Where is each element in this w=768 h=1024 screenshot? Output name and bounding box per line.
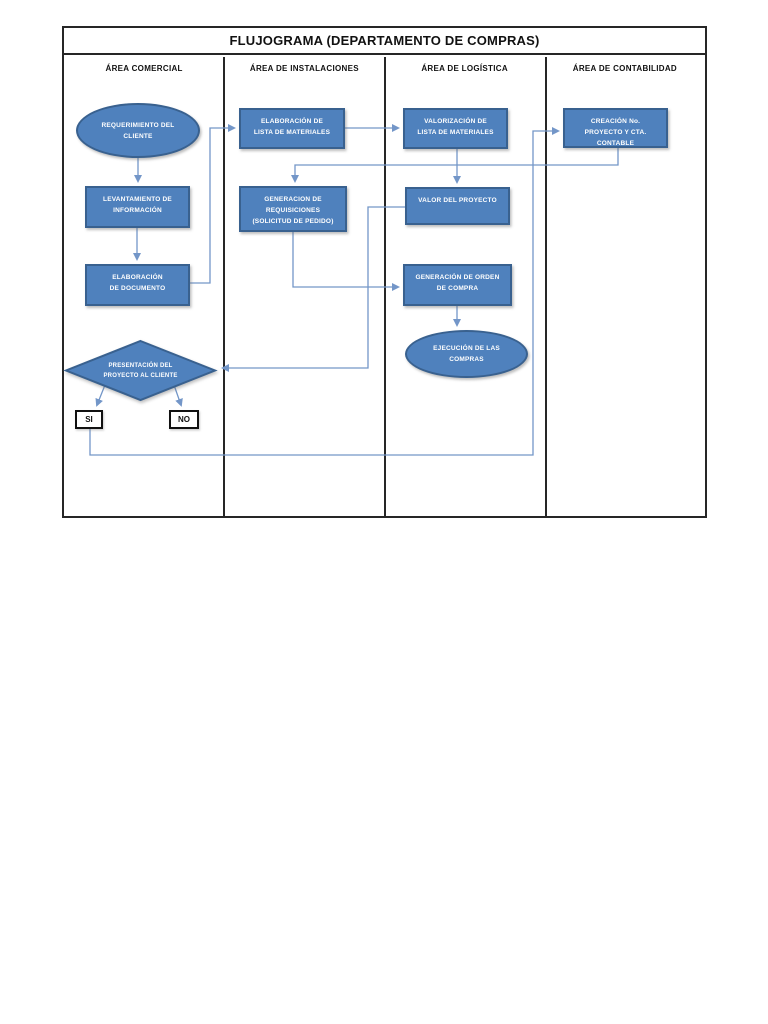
- column-divider-2: [384, 57, 386, 516]
- node-label: EJECUCIÓN DE LAS COMPRAS: [433, 345, 500, 363]
- option-label: SI: [85, 415, 93, 424]
- node-label: PRESENTACIÓN DEL PROYECTO AL CLIENTE: [103, 362, 178, 379]
- column-divider-3: [545, 57, 547, 516]
- node-label: LEVANTAMIENTO DE INFORMACIÓN: [103, 196, 172, 214]
- node-ejecucion-compras: EJECUCIÓN DE LAS COMPRAS: [405, 330, 528, 378]
- node-generacion-orden-compra: GENERACIÓN DE ORDEN DE COMPRA: [403, 264, 512, 306]
- node-valorizacion-lista-materiales: VALORIZACIÓN DE LISTA DE MATERIALES: [403, 108, 508, 149]
- flowchart-table: FLUJOGRAMA (DEPARTAMENTO DE COMPRAS) ÁRE…: [62, 26, 707, 518]
- node-requerimiento-cliente: REQUERIMIENTO DEL CLIENTE: [76, 103, 200, 158]
- node-label: ELABORACIÓN DE DOCUMENTO: [109, 274, 166, 292]
- node-valor-proyecto: VALOR DEL PROYECTO: [405, 187, 510, 225]
- column-header-comercial: ÁREA COMERCIAL: [105, 64, 183, 73]
- column-header-instalaciones: ÁREA DE INSTALACIONES: [249, 64, 359, 73]
- node-label: VALOR DEL PROYECTO: [418, 197, 497, 204]
- node-label: ELABORACIÓN DE LISTA DE MATERIALES: [253, 118, 331, 136]
- node-label: VALORIZACIÓN DE LISTA DE MATERIALES: [417, 118, 494, 136]
- option-label: NO: [178, 415, 190, 424]
- node-elaboracion-lista-materiales: ELABORACIÓN DE LISTA DE MATERIALES: [239, 108, 345, 149]
- column-header-logistica: ÁREA DE LOGÍSTICA: [421, 64, 508, 73]
- node-label: GENERACION DE REQUISICIONES (SOLICITUD D…: [252, 196, 334, 225]
- node-label: CREACIÓN No. PROYECTO Y CTA. CONTABLE: [584, 118, 647, 147]
- node-label: REQUERIMIENTO DEL CLIENTE: [101, 121, 175, 140]
- connector-elaboracion-documento-to-elaboracion-lista: [190, 124, 236, 284]
- column-header-row: ÁREA COMERCIAL ÁREA DE INSTALACIONES ÁRE…: [64, 57, 705, 89]
- connector-requisiciones-to-orden-compra: [292, 232, 400, 291]
- node-generacion-requisiciones: GENERACION DE REQUISICIONES (SOLICITUD D…: [239, 186, 347, 232]
- column-divider-1: [223, 57, 225, 516]
- diagram-title: FLUJOGRAMA (DEPARTAMENTO DE COMPRAS): [64, 28, 705, 55]
- node-levantamiento-informacion: LEVANTAMIENTO DE INFORMACIÓN: [85, 186, 190, 228]
- node-elaboracion-documento: ELABORACIÓN DE DOCUMENTO: [85, 264, 190, 306]
- node-creacion-proyecto-contable: CREACIÓN No. PROYECTO Y CTA. CONTABLE: [563, 108, 668, 148]
- decision-option-no: NO: [169, 410, 199, 429]
- node-label: GENERACIÓN DE ORDEN DE COMPRA: [415, 274, 500, 292]
- diamond-shape: [63, 339, 218, 402]
- column-header-contabilidad: ÁREA DE CONTABILIDAD: [572, 64, 677, 73]
- decision-option-si: SI: [75, 410, 103, 429]
- connector-creacion-to-generacion-requisiciones: [291, 148, 619, 183]
- node-presentacion-proyecto-decision: PRESENTACIÓN DEL PROYECTO AL CLIENTE: [63, 339, 218, 402]
